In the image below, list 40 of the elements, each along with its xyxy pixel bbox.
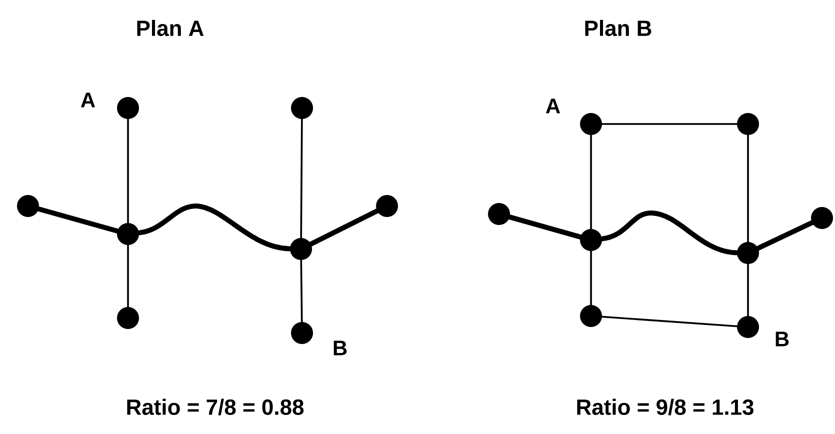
- connector-line: [300, 259, 303, 323]
- ratio-text: Ratio = 9/8 = 1.13: [577, 398, 754, 416]
- connector-line: [590, 134, 592, 230]
- dot: [580, 305, 602, 327]
- connector-line: [136, 204, 292, 252]
- dot: [737, 242, 759, 264]
- connector-line: [590, 250, 592, 306]
- connector-line: [308, 208, 380, 246]
- connector-line: [756, 220, 814, 251]
- connector-line: [300, 118, 303, 239]
- connector-line: [127, 118, 129, 224]
- ratio-text: Ratio = 7/8 = 0.88: [127, 398, 304, 416]
- dot: [580, 229, 602, 251]
- connector-line: [601, 316, 738, 328]
- dot: [580, 113, 602, 135]
- dot: [737, 316, 759, 338]
- dot: [291, 322, 313, 344]
- point-label: B: [334, 340, 347, 356]
- dot: [117, 97, 139, 119]
- point-label: B: [776, 332, 789, 346]
- dot: [117, 223, 139, 245]
- dot: [17, 195, 39, 217]
- connector-line: [36, 206, 120, 234]
- dot: [290, 238, 312, 260]
- dot: [811, 207, 833, 229]
- plan-title: Plan B: [585, 20, 652, 36]
- point-label: A: [80, 92, 96, 108]
- connector-line: [601, 123, 738, 125]
- plan-title: Plan A: [137, 20, 204, 36]
- connector-line: [747, 134, 749, 243]
- connector-line: [600, 210, 740, 256]
- dot: [488, 203, 510, 225]
- dot: [737, 113, 759, 135]
- connector-line: [507, 214, 583, 240]
- dot: [291, 97, 313, 119]
- connector-line: [127, 244, 129, 308]
- dot: [117, 307, 139, 329]
- dot: [376, 195, 398, 217]
- connector-line: [747, 263, 749, 317]
- point-label: A: [546, 98, 560, 114]
